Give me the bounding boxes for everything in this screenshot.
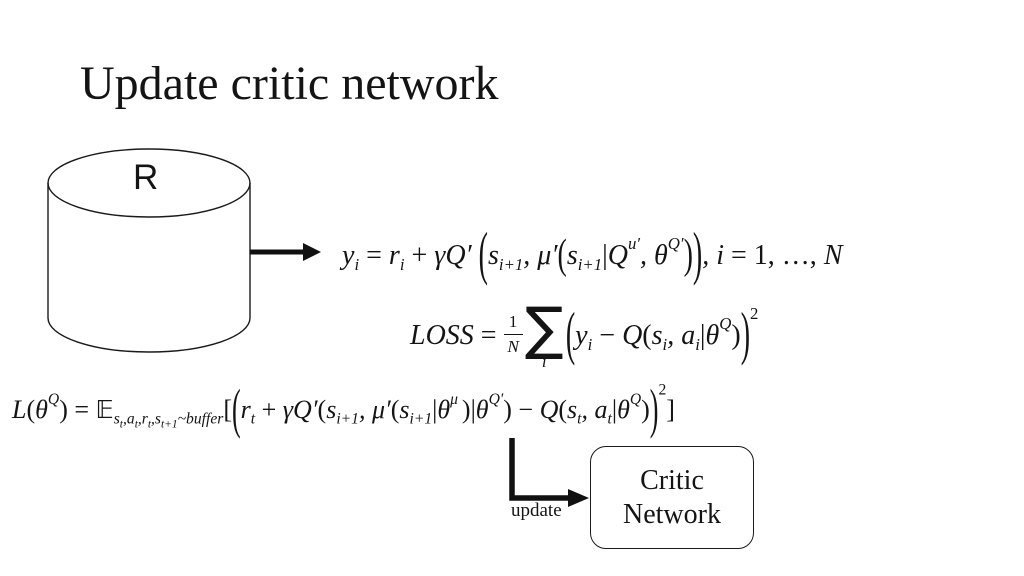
- slide-title: Update critic network: [80, 57, 499, 110]
- data-flow-arrow-icon: [250, 243, 321, 261]
- update-label: update: [511, 500, 562, 521]
- critic-network-box: Critic Network: [590, 446, 754, 549]
- critic-network-label-line1: Critic: [640, 464, 704, 496]
- buffer-label: R: [133, 158, 159, 197]
- critic-network-label-line2: Network: [623, 498, 721, 530]
